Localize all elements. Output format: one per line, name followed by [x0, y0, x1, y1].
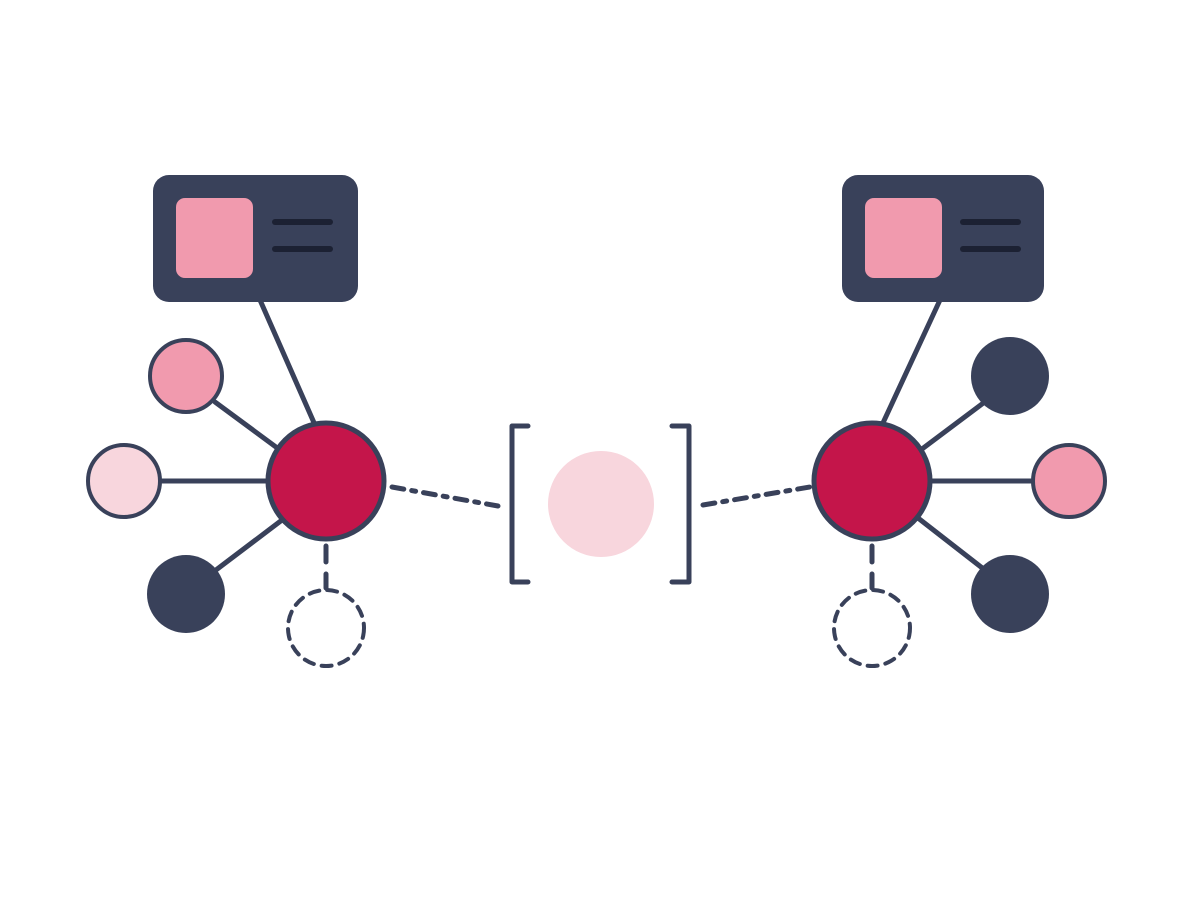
bridge — [389, 423, 813, 585]
right-leaf-node-navy-top — [971, 337, 1049, 415]
left-profile-card-icon — [153, 175, 358, 302]
right-hub-node — [811, 420, 933, 542]
right-placeholder-node — [832, 588, 912, 668]
left-card-connector — [257, 297, 318, 428]
left-leaf-connector-top — [212, 399, 283, 453]
left-leaf-node-navy — [147, 555, 225, 633]
right-leaf-node-navy-bottom — [971, 555, 1049, 633]
right-profile-card-icon — [842, 175, 1044, 302]
left-leaf-node-pink — [148, 338, 224, 414]
right-leaf-connector-top — [915, 395, 993, 455]
left-bridge-connector — [389, 484, 501, 509]
bridge-node — [548, 451, 654, 557]
left-leaf-connector-bottom — [209, 517, 285, 576]
left-bracket — [509, 423, 531, 585]
left-placeholder-node — [286, 588, 366, 668]
left-hub-node — [265, 420, 387, 542]
right-bridge-connector — [700, 484, 813, 508]
right-leaf-node-pink — [1031, 443, 1107, 519]
right-bracket — [669, 423, 692, 585]
left-leaf-node-light — [86, 443, 162, 519]
right-network — [811, 175, 1107, 668]
bracketed-node-icon — [509, 423, 692, 585]
left-network — [86, 175, 387, 668]
right-card-connector — [879, 297, 943, 428]
right-leaf-connector-bottom — [915, 515, 993, 577]
